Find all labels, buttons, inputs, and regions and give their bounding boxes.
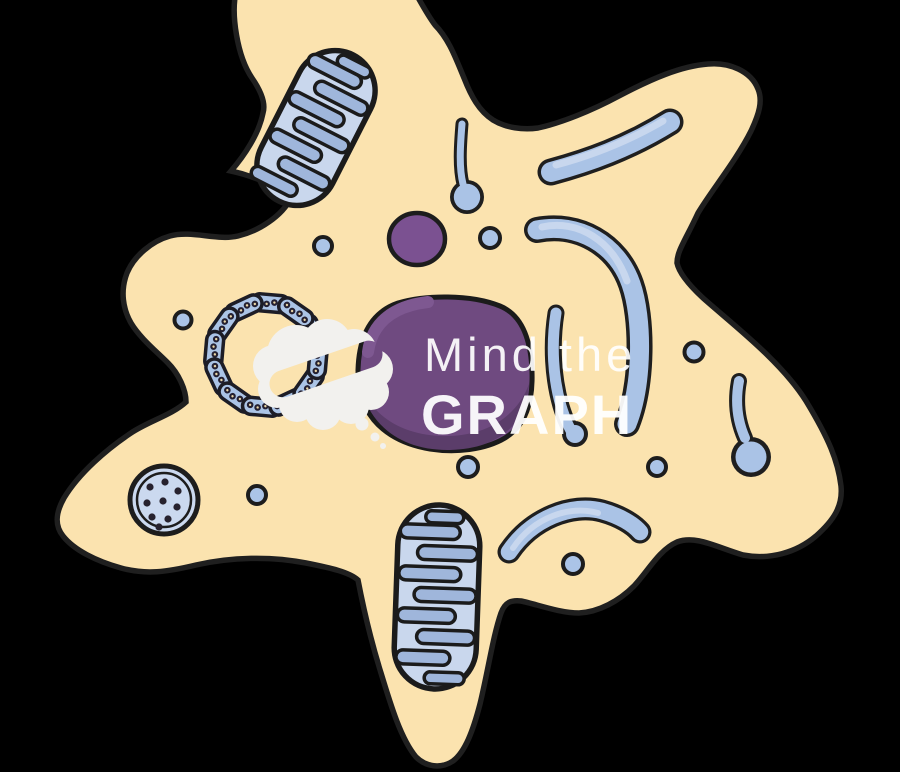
transport-vesicles (172, 226, 706, 576)
vesicle (172, 309, 194, 331)
mitochondrion-upper (249, 47, 378, 209)
brain-cloud-logo-icon (245, 310, 405, 442)
granular-vacuole (127, 463, 201, 537)
watermark: Mind the GRAPH (245, 310, 636, 449)
er-tubule-arch-bottom (497, 497, 652, 564)
er-tubule-banana (537, 108, 684, 186)
er-tubule-mid-vertical (544, 304, 588, 447)
vesicle (246, 484, 268, 506)
vesicle (561, 552, 585, 576)
er-tubule-drop-right (729, 373, 771, 477)
vesicle (682, 340, 706, 364)
er-tubule-drop-top (450, 117, 484, 214)
vesicle (478, 226, 502, 250)
er-tubule-c-curve (524, 215, 653, 437)
logo-bubbles (355, 417, 386, 449)
cristae (394, 509, 480, 687)
mitochondrion-lower (391, 502, 483, 692)
watermark-line2: GRAPH (421, 383, 633, 446)
watermark-line1: Mind the (424, 328, 636, 381)
granules (143, 478, 182, 531)
cristae (249, 52, 373, 198)
vesicle (456, 455, 480, 479)
purple-vesicle (386, 210, 448, 268)
vesicle (312, 235, 334, 257)
vesicle (646, 456, 668, 478)
